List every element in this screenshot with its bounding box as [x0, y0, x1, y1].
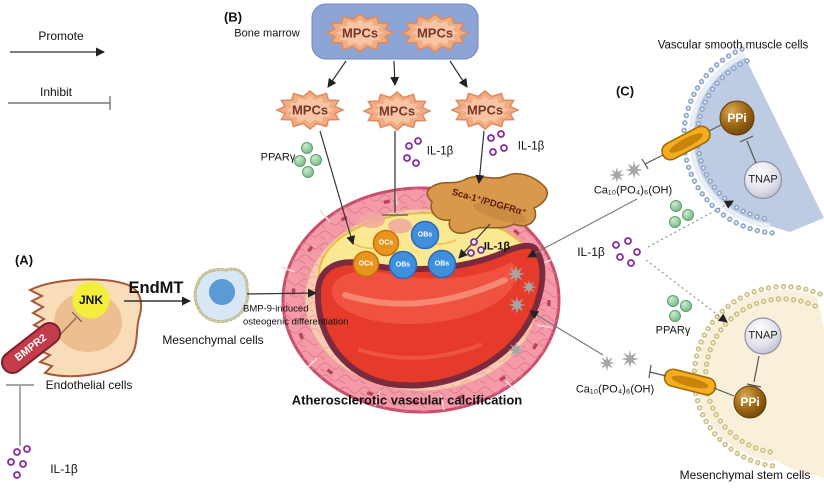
- vsmc-cell: [641, 46, 824, 236]
- mpc-left-promote-arrow: [319, 130, 356, 245]
- bmp9-label-line1: BMP-9-induced: [243, 303, 309, 315]
- mpc-label: MPCs: [416, 25, 454, 41]
- mpc-label: MPCs: [466, 102, 504, 118]
- mpc-right-promote-arrow: [475, 130, 485, 184]
- ppar-particles-left: [294, 142, 322, 178]
- jnk-label: JNK: [78, 293, 104, 307]
- panel-c-label: (C): [615, 83, 635, 99]
- bmpr2-receptor: [0, 322, 62, 374]
- msc-tnap: [744, 317, 782, 355]
- endothelial-cell: [0, 278, 143, 378]
- bmp9-label-line2: osteogenic differentiation: [243, 316, 349, 328]
- vsmc-tnap: [743, 160, 783, 200]
- il1b-inhibits-endothelial: [6, 384, 34, 446]
- ocs-label: OCs: [378, 239, 394, 247]
- msc-title: Mesenchymal stem cells: [679, 468, 811, 482]
- vsmc-title: Vascular smooth muscle cells: [657, 39, 809, 52]
- msc-ppi: [733, 385, 767, 419]
- mpc-label: MPCs: [291, 102, 329, 118]
- ppar-particles-msc: [667, 295, 692, 322]
- endothelial-cells-label: Endothelial cells: [45, 378, 133, 392]
- msc-tnap-inhibits-ppi: [746, 355, 762, 388]
- panel-b-label: (B): [223, 9, 243, 25]
- il1b-particles-bottomleft: [7, 445, 31, 479]
- il1b-particles-plaque: [467, 238, 485, 257]
- mpc-label: MPCs: [378, 103, 416, 119]
- mesenchymal-cells-label: Mesenchymal cells: [162, 333, 264, 347]
- msc-ppi-inhibits-hydroxyapatite: [648, 364, 667, 379]
- osteoblast-cells: [388, 220, 457, 280]
- hydroxyapatite-to-vessel-arrow-upper: [527, 198, 638, 258]
- hydroxyapatite-to-vessel-arrow-lower: [529, 310, 604, 356]
- legend-inhibit-label: Inhibit: [39, 85, 73, 99]
- ppar-left-label: PPARγ: [260, 151, 296, 164]
- ppar-right-label: PPARγ: [655, 324, 691, 337]
- il1b-particles-right: [487, 130, 508, 156]
- mpc-label: MPCs: [341, 25, 379, 41]
- vsmc-tnap-label: TNAP: [748, 173, 778, 186]
- obs-label: OBs: [434, 260, 450, 268]
- vessel-title: Atherosclerotic vascular calcification: [291, 392, 523, 408]
- il1b-particles-midright: [612, 237, 641, 267]
- legend-promote-label: Promote: [38, 29, 84, 43]
- msc-tnap-label: TNAP: [748, 329, 778, 342]
- il1b-dotted-line-to-msc: [645, 259, 728, 323]
- mesenchymal-nucleus: [209, 279, 235, 305]
- vsmc-tnap-inhibits-ppi: [739, 135, 757, 164]
- ocs-label: OCs: [358, 260, 374, 268]
- il1b-midright-label: IL-1β: [577, 245, 605, 259]
- il1b-bottomleft-label: IL-1β: [50, 462, 78, 476]
- obs-label: OBs: [395, 261, 411, 269]
- endmt-label: EndMT: [128, 278, 184, 297]
- msc-cell: [648, 283, 824, 478]
- vsmc-ppi-to-channel: [708, 124, 722, 132]
- bone-marrow-label: Bone marrow: [234, 27, 300, 40]
- il1b-plaque-label: IL-1β: [483, 240, 511, 253]
- bmp9-differentiation-arrow: [246, 288, 317, 298]
- sca1-pdgfra-banner: [426, 172, 548, 234]
- panel-a-label: (A): [14, 252, 34, 268]
- msc-ppi-to-channel: [713, 387, 735, 397]
- vessel-cross-section: [280, 186, 561, 414]
- msc-ppi-label: PPi: [740, 395, 760, 409]
- jnk-protein: [72, 281, 110, 319]
- osteoclast-cells: [352, 229, 400, 278]
- vsmc-ppi: [719, 100, 755, 136]
- hydroxyapatite-crystals-lower: [598, 350, 639, 372]
- il1b-particles-mid: [403, 137, 422, 167]
- il1b-mid-label: IL-1β: [426, 145, 454, 158]
- ca-phosphate-lower-label: Ca₁₀(PO₄)₆(OH): [575, 383, 655, 396]
- ppar-particles-vsmc: [669, 200, 694, 228]
- obs-label: OBs: [417, 231, 433, 239]
- mesenchymal-cell: [193, 267, 250, 324]
- bone-marrow-to-mpc-arrows: [327, 60, 468, 88]
- vsmc-ppi-inhibits-hydroxyapatite: [641, 154, 664, 170]
- il1b-dotted-line-to-vsmc: [647, 200, 734, 248]
- il1b-right-label: IL-1β: [517, 140, 545, 153]
- plaque-pink-cells: [359, 212, 412, 234]
- lumen-highlight: [331, 262, 516, 324]
- ca-phosphate-upper-label: Ca₁₀(PO₄)₆(OH): [593, 184, 673, 197]
- legend-inhibit-tbar: [8, 96, 111, 110]
- hydroxyapatite-crystals-upper: [608, 161, 643, 184]
- vsmc-ppi-label: PPi: [727, 111, 747, 125]
